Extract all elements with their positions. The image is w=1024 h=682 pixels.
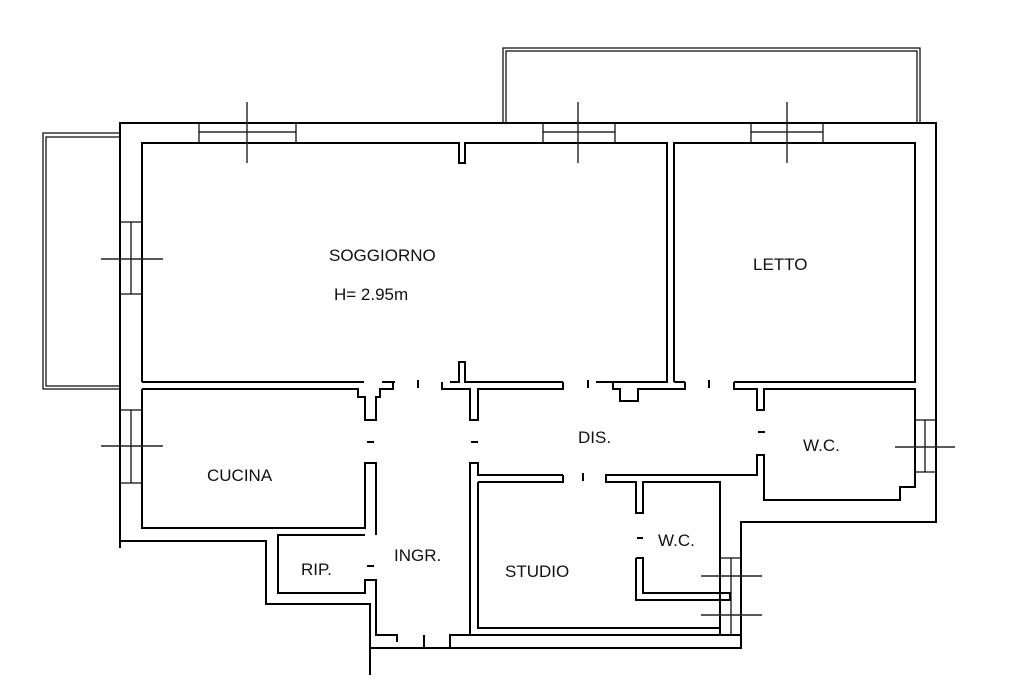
- dis-wall-north-4: [605, 382, 916, 635]
- studio-wall: [477, 482, 720, 629]
- room-cucina-outline: [141, 389, 398, 642]
- dis-wall-north: [142, 382, 394, 421]
- door-marks: [367, 380, 765, 648]
- room-letto-outline: [673, 142, 916, 383]
- balcony-north: [502, 47, 921, 124]
- room-label-soggiorno: SOGGIORNO: [329, 246, 436, 265]
- room-label-ingr: INGR.: [394, 546, 441, 565]
- room-label-dis: DIS.: [578, 428, 611, 447]
- wc2-wall: [635, 557, 731, 601]
- window-cucina-west: [101, 409, 163, 484]
- rip-outline: [277, 534, 377, 598]
- room-label-cucina: CUCINA: [207, 466, 273, 485]
- window-soggiorno-north-2: [542, 102, 616, 163]
- window-soggiorno-north-1: [198, 102, 297, 163]
- window-studio-east: [701, 557, 762, 636]
- dis-wall-north-2: [441, 382, 564, 421]
- soggiorno-south-wall: [142, 361, 563, 383]
- window-soggiorno-west: [101, 221, 163, 295]
- room-label-letto: LETTO: [753, 255, 807, 274]
- studio-wall-north: [469, 462, 564, 635]
- ceiling-height-note: H= 2.95m: [334, 285, 408, 304]
- exterior-wall-outer: [119, 122, 937, 649]
- balcony-west: [42, 132, 121, 390]
- exterior-wall-outer-south2: [449, 634, 741, 648]
- exterior-wall-outer-south: [120, 540, 371, 675]
- room-label-wc-2: W.C.: [658, 531, 695, 550]
- dis-wall-north-3: [612, 382, 686, 402]
- room-label-studio: STUDIO: [505, 562, 569, 581]
- window-letto-north: [750, 102, 824, 163]
- room-label-rip: RIP.: [301, 560, 332, 579]
- entry-south: [449, 634, 470, 642]
- room-label-wc-1: W.C.: [803, 436, 840, 455]
- window-wc-east: [895, 419, 955, 473]
